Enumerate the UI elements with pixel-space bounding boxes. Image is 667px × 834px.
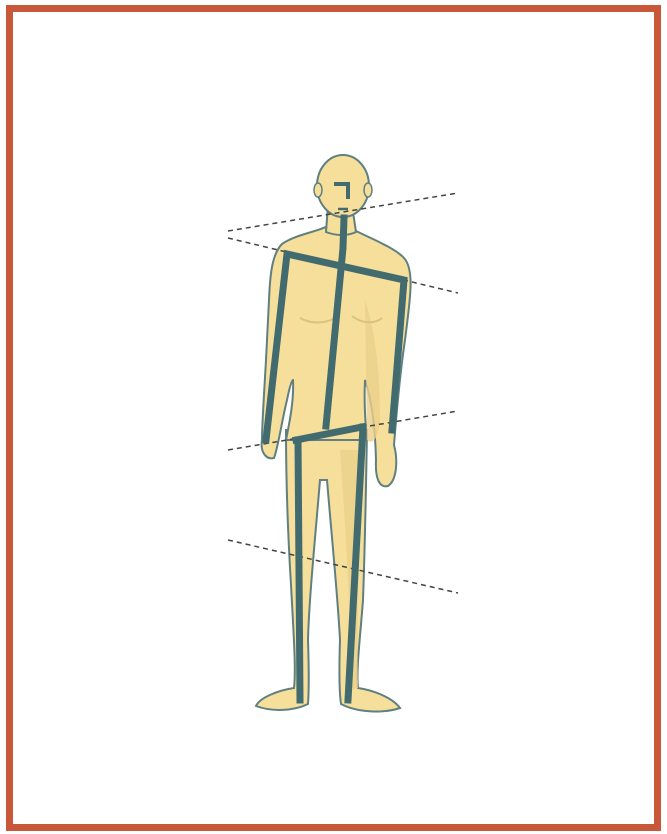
ear-right	[364, 183, 372, 197]
left-leg-line	[298, 440, 300, 700]
ear-left	[314, 183, 322, 197]
